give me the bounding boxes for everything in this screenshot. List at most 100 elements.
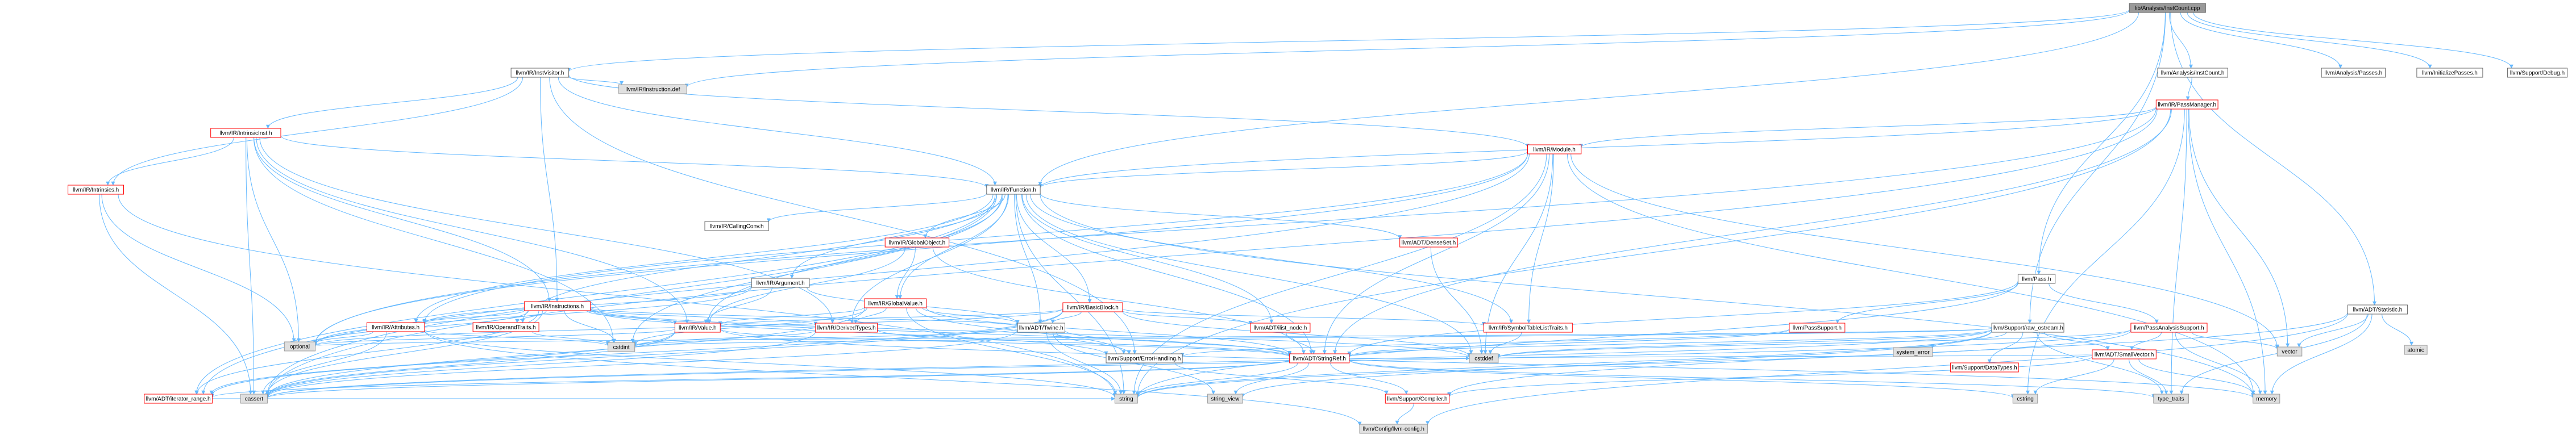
node-operandtraits[interactable]: llvm/IR/OperandTraits.h — [472, 322, 539, 332]
node-label: memory — [2256, 396, 2276, 403]
edge-function-to-symtabtraits — [1030, 194, 1514, 324]
edge-function-to-value — [706, 194, 1004, 324]
node-label: llvm/IR/Instruction.def — [625, 87, 680, 93]
node-label: llvm/IR/Argument.h — [757, 281, 805, 287]
node-box — [618, 84, 687, 94]
edge-raw_ostream-to-stringref — [1347, 329, 1992, 358]
edge-intrinsics-to-cassert — [99, 194, 253, 395]
node-symtabtraits[interactable]: llvm/IR/SymbolTableListTraits.h — [1483, 323, 1573, 333]
node-callingconv[interactable]: llvm/IR/CallingConv.h — [704, 221, 769, 231]
edge-instcount_h-to-passmanager — [2186, 77, 2192, 101]
node-errorhandling[interactable]: llvm/Support/ErrorHandling.h — [1106, 353, 1183, 363]
edge-attributes-to-llvm_config — [424, 330, 1362, 426]
node-passanalysissupport[interactable]: llvm/PassAnalysisSupport.h — [2130, 323, 2208, 333]
node-cstdint: cstdint — [608, 342, 635, 352]
node-module[interactable]: llvm/IR/Module.h — [1527, 144, 1582, 154]
node-box — [2276, 346, 2303, 357]
edge-basicblock-to-ilist_node — [1122, 310, 1253, 325]
node-compiler[interactable]: llvm/Support/Compiler.h — [1385, 394, 1450, 404]
node-box — [1527, 144, 1582, 154]
node-label: llvm/Support/Debug.h — [2510, 70, 2565, 77]
node-box — [815, 323, 878, 333]
node-label: llvm/ADT/Twine.h — [1019, 325, 1063, 332]
edge-value-to-memory — [720, 328, 2255, 399]
node-intrinsicinst[interactable]: llvm/IR/IntrinsicInst.h — [210, 128, 281, 138]
node-label: llvm/Support/ErrorHandling.h — [1108, 356, 1181, 362]
node-smallvector[interactable]: llvm/ADT/SmallVector.h — [2092, 349, 2157, 359]
node-box — [1017, 323, 1065, 333]
edge-pass-to-passsupport — [1835, 283, 2018, 324]
node-twine[interactable]: llvm/ADT/Twine.h — [1017, 323, 1065, 333]
edge-module-to-string — [1132, 153, 1547, 395]
edge-stringref-to-cassert — [265, 359, 1290, 399]
edge-module-to-cstddef — [1483, 153, 1553, 354]
node-label: system_error — [1896, 350, 1930, 356]
edge-statistic-to-atomic — [2382, 313, 2414, 346]
edge-value-to-cassert — [265, 331, 675, 397]
edge-raw_ostream-to-optional — [314, 328, 1992, 347]
node-analysis_passes[interactable]: llvm/Analysis/Passes.h — [2321, 68, 2386, 78]
node-label: llvm/Support/Compiler.h — [1387, 396, 1447, 403]
edge-function-to-cstdint — [630, 194, 1003, 343]
node-basicblock[interactable]: llvm/IR/BasicBlock.h — [1062, 302, 1123, 312]
node-label: llvm/Pass.h — [2022, 277, 2051, 283]
node-argument[interactable]: llvm/IR/Argument.h — [751, 278, 810, 288]
edge-intrinsics-to-optional — [101, 194, 296, 342]
node-label: llvm/IR/CallingConv.h — [710, 224, 764, 230]
node-system_error: system_error — [1893, 347, 1933, 357]
edge-passanalysissupport-to-memory — [2175, 332, 2262, 395]
node-iterator_range[interactable]: llvm/ADT/iterator_range.h — [144, 394, 213, 404]
node-instvisitor[interactable]: llvm/IR/InstVisitor.h — [510, 68, 570, 78]
edge-raw_ostream-to-string_view — [1240, 331, 1992, 398]
edge-function-to-memory — [1040, 194, 2255, 397]
node-label: string_view — [1211, 396, 1240, 403]
node-init_passes[interactable]: llvm/InitializePasses.h — [2416, 68, 2483, 78]
node-globalvalue[interactable]: llvm/IR/GlobalValue.h — [864, 298, 927, 308]
node-box — [1289, 353, 1350, 363]
node-derivedtypes[interactable]: llvm/IR/DerivedTypes.h — [815, 323, 878, 333]
edge-passmanager-to-cassert — [265, 108, 2158, 398]
edge-instvisitor-to-errorhandling — [549, 77, 1137, 354]
edge-raw_ostream-to-string — [1135, 330, 1992, 399]
node-passmanager[interactable]: llvm/IR/PassManager.h — [2155, 99, 2218, 110]
node-string: string — [1114, 394, 1138, 404]
edge-function-to-globalobject — [923, 194, 1006, 239]
edge-instvisitor-to-intrinsics — [111, 77, 523, 186]
node-pass[interactable]: llvm/Pass.h — [2017, 274, 2056, 284]
node-function[interactable]: llvm/IR/Function.h — [986, 185, 1041, 195]
node-ilist_node[interactable]: llvm/ADT/ilist_node.h — [1250, 323, 1311, 333]
node-globalobject[interactable]: llvm/IR/GlobalObject.h — [884, 237, 950, 248]
node-label: llvm/IR/DerivedTypes.h — [817, 325, 876, 332]
node-densset[interactable]: llvm/ADT/DenseSet.h — [1399, 237, 1458, 248]
node-passsupport[interactable]: llvm/PassSupport.h — [1789, 323, 1846, 333]
node-value[interactable]: llvm/IR/Value.h — [674, 323, 721, 333]
edge-raw_ostream-to-cstdatatypes — [1987, 332, 2024, 363]
edge-passsupport-to-stringref — [1347, 329, 1790, 357]
node-instructions[interactable]: llvm/IR/Instructions.h — [524, 301, 591, 311]
node-raw_ostream[interactable]: llvm/Support/raw_ostream.h — [1991, 323, 2064, 333]
node-support_debug[interactable]: llvm/Support/Debug.h — [2507, 68, 2567, 78]
edge-function-to-densset — [1040, 193, 1402, 240]
edge-passmanager-to-optional — [313, 108, 2157, 345]
node-label: llvm/IR/BasicBlock.h — [1067, 305, 1119, 311]
edge-globalvalue-to-derivedtypes — [853, 307, 887, 324]
node-label: lib/Analysis/InstCount.cpp — [2135, 6, 2200, 12]
node-cstdatatypes[interactable]: llvm/Support/DataTypes.h — [1950, 362, 2019, 373]
edge-attributes-to-cstdint — [424, 329, 610, 346]
edge-intrinsicinst-to-value — [256, 137, 689, 324]
edge-smallvector-to-memory — [2138, 358, 2255, 395]
edge-intrinsicinst-to-cstdint — [253, 137, 616, 343]
edge-passmanager-to-string — [1135, 108, 2171, 396]
edge-instructions-to-derivedtypes — [590, 308, 818, 326]
edge-stringref-to-cstring — [1349, 359, 2015, 399]
node-box — [1893, 347, 1933, 357]
node-instcount_h[interactable]: llvm/Analysis/InstCount.h — [2157, 68, 2228, 78]
node-root[interactable]: lib/Analysis/InstCount.cpp — [2129, 3, 2206, 13]
edge-function-to-callingconv — [766, 193, 987, 223]
edge-function-to-iterator_range — [194, 194, 996, 395]
node-stringref[interactable]: llvm/ADT/StringRef.h — [1289, 353, 1350, 363]
node-intrinsics[interactable]: llvm/IR/Intrinsics.h — [68, 185, 124, 195]
node-statistic[interactable]: llvm/ADT/Statistic.h — [2348, 304, 2408, 315]
node-box — [2153, 394, 2189, 404]
node-attributes[interactable]: llvm/IR/Attributes.h — [366, 322, 425, 332]
